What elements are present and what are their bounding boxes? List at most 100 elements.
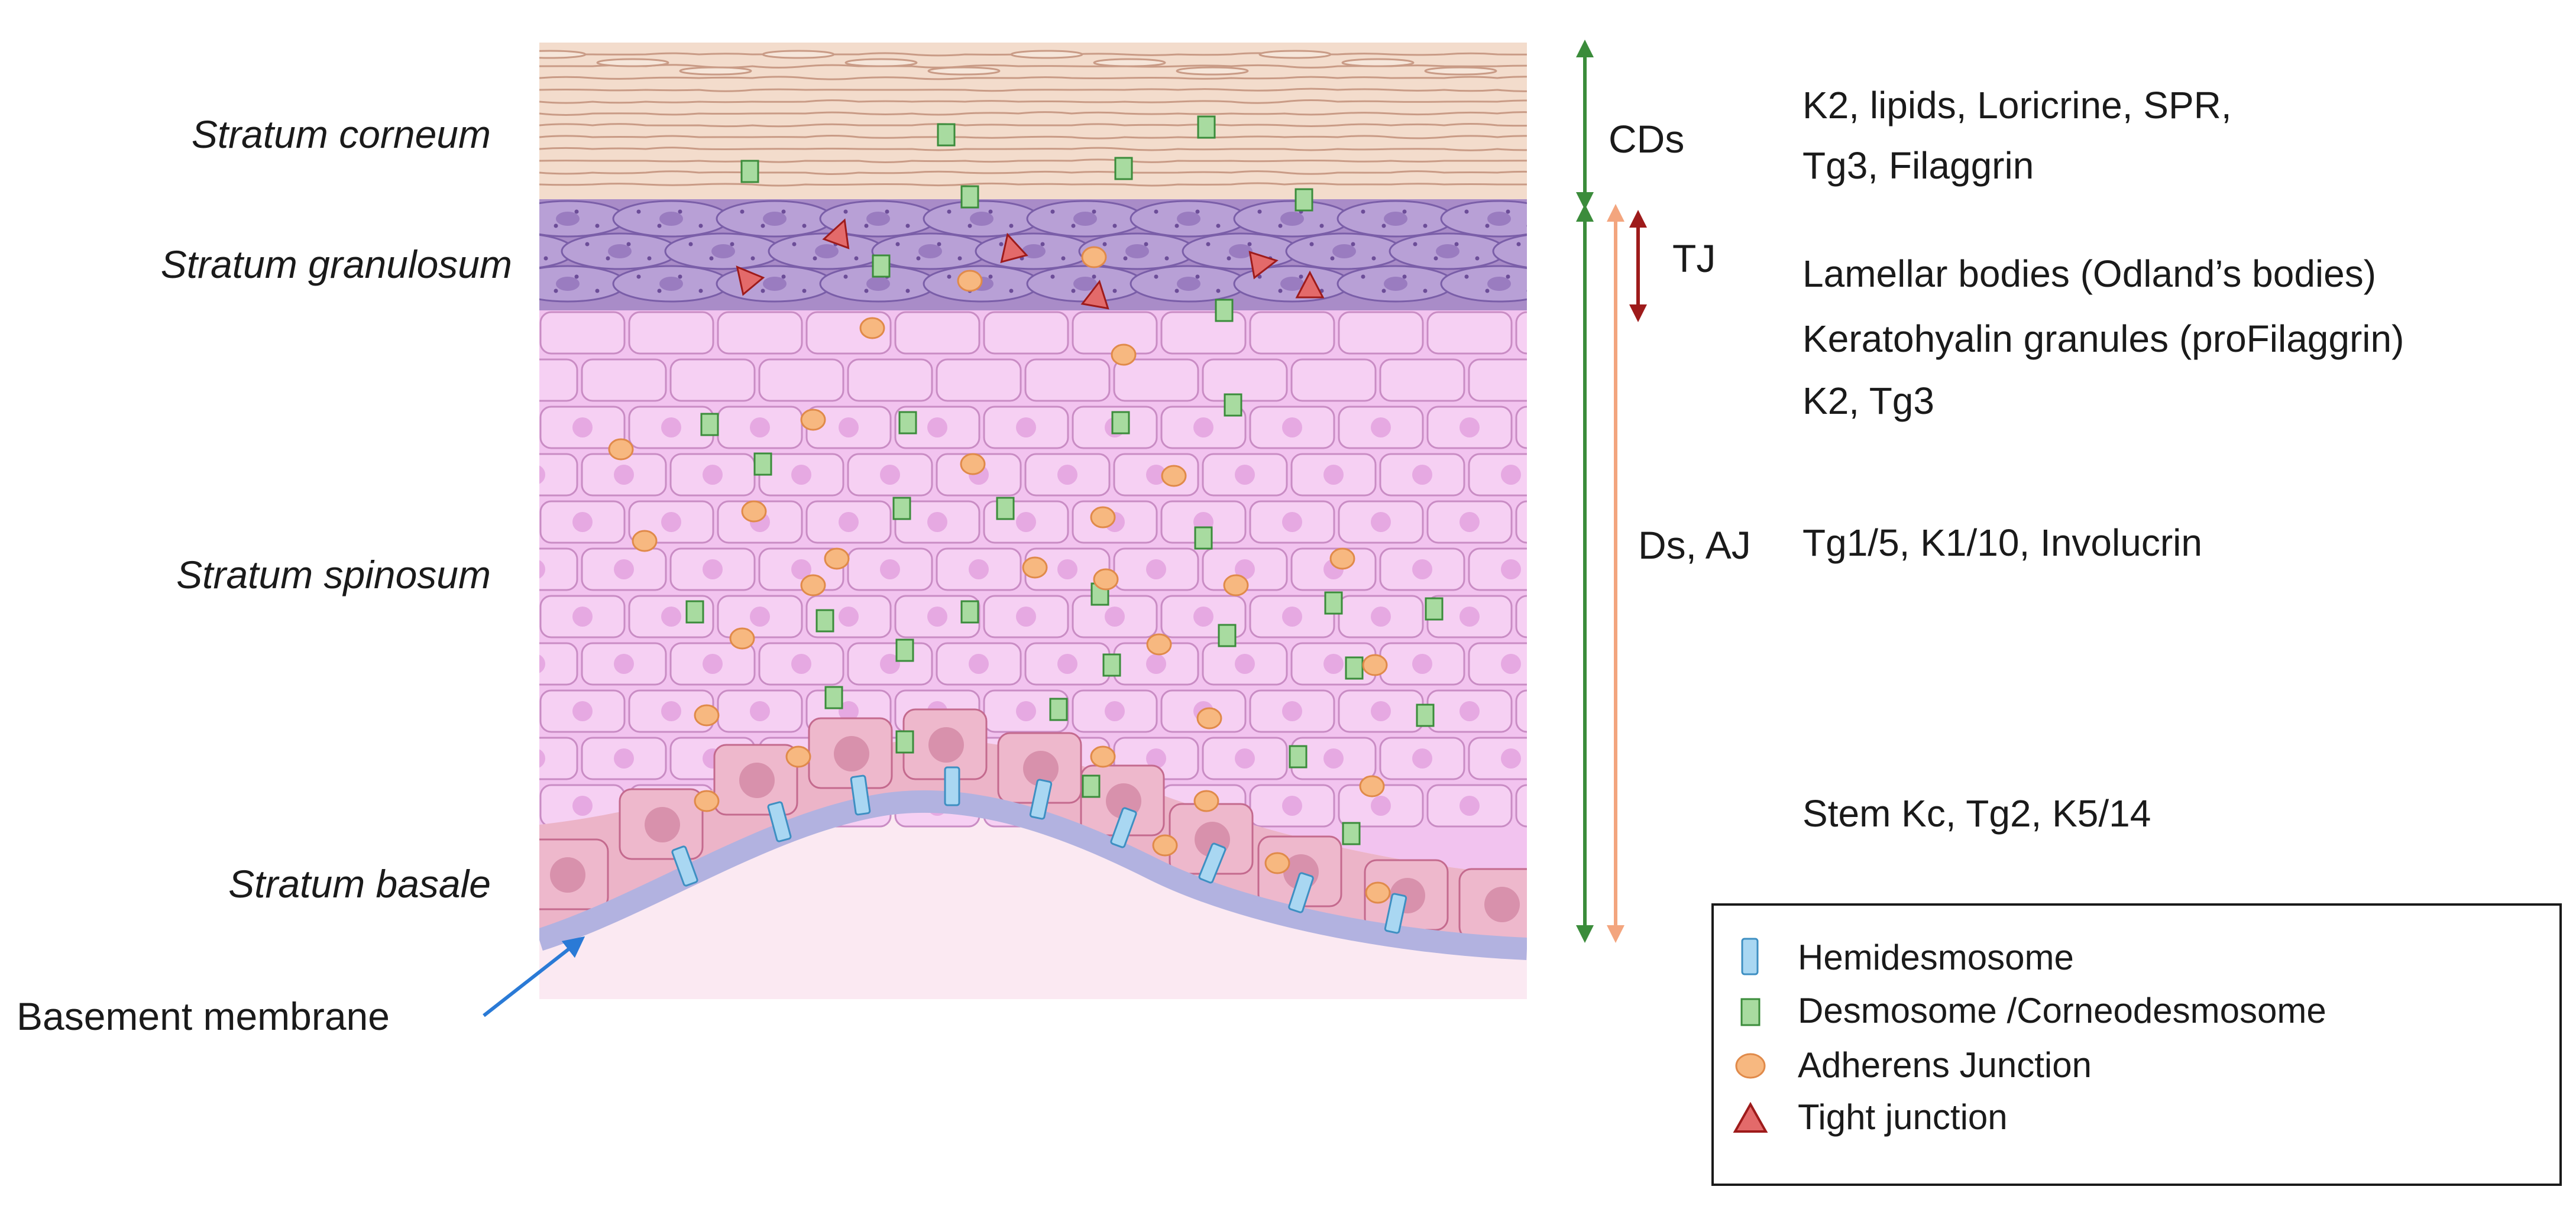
keratohyalin-granule xyxy=(988,209,993,214)
keratohyalin-granule xyxy=(430,210,434,214)
legend-tight: Tight junction xyxy=(1798,1097,2008,1137)
granular-nucleus xyxy=(763,277,787,291)
spinous-nucleus xyxy=(791,654,811,674)
spinous-nucleus xyxy=(614,654,634,674)
spinous-nucleus xyxy=(1459,701,1480,721)
keratohyalin-granule xyxy=(1061,256,1066,261)
keratohyalin-granule xyxy=(905,223,910,228)
spinous-nucleus xyxy=(1548,796,1568,816)
spinous-nucleus xyxy=(1057,654,1077,674)
keratohyalin-granule xyxy=(451,289,455,293)
spinous-nucleus xyxy=(1282,417,1302,437)
keratohyalin-granule xyxy=(1154,274,1158,279)
adherens-junction xyxy=(694,704,720,727)
granular-nucleus xyxy=(1539,244,1563,258)
keratohyalin-granule xyxy=(1071,288,1076,293)
spinous-cell xyxy=(1202,358,1288,402)
spinous-nucleus xyxy=(1501,559,1521,579)
keratohyalin-granule xyxy=(1174,288,1179,293)
spinous-nucleus xyxy=(572,607,593,627)
hemidesmosome xyxy=(1384,893,1407,934)
marker-corneum-line1: K2, lipids, Loricrine, SPR, xyxy=(1802,84,2232,127)
spinous-cell xyxy=(1515,500,1527,544)
desmosome xyxy=(892,497,911,520)
spinous-nucleus xyxy=(661,607,681,627)
tight-junctions xyxy=(736,218,1325,310)
spinous-nucleus xyxy=(484,417,504,437)
keratohyalin-granule xyxy=(678,274,682,279)
marker-spinosum: Tg1/5, K1/10, Involucrin xyxy=(1802,521,2202,564)
legend-adherens: Adherens Junction xyxy=(1798,1045,2092,1085)
spinous-cell xyxy=(539,547,578,591)
keratohyalin-granule xyxy=(1381,223,1386,228)
spinous-nucleus xyxy=(1412,559,1432,579)
spinous-nucleus xyxy=(1146,559,1166,579)
keratohyalin-granule xyxy=(1092,209,1096,214)
desmosome xyxy=(872,254,891,278)
spinous-nucleus xyxy=(614,748,634,769)
keratohyalin-granule xyxy=(1610,275,1614,279)
marker-corneum-line2: Tg3, Filaggrin xyxy=(1802,144,2034,187)
label-stratum-corneum: Stratum corneum xyxy=(192,112,491,156)
granular-nucleus xyxy=(1073,212,1097,226)
spinous-cell xyxy=(539,453,578,497)
label-basement-membrane: Basement membrane xyxy=(17,994,390,1038)
spinous-nucleus xyxy=(1016,417,1036,437)
basal-nucleus xyxy=(1023,751,1059,786)
keratohyalin-granule xyxy=(636,274,641,279)
keratohyalin-granule xyxy=(595,223,600,228)
desmosome xyxy=(1416,704,1435,727)
granular-nucleus xyxy=(1643,244,1666,258)
keratohyalin-granule xyxy=(895,242,900,247)
spinous-cell xyxy=(983,311,1069,355)
granular-cell xyxy=(1440,265,1527,303)
label-stratum-spinosum: Stratum spinosum xyxy=(176,553,491,596)
keratohyalin-granule xyxy=(657,223,662,228)
keratohyalin-granule xyxy=(1423,288,1428,293)
keratohyalin-granule xyxy=(937,242,941,247)
keratohyalin-granule xyxy=(1464,274,1469,279)
granular-nucleus xyxy=(1280,277,1304,291)
spinous-cell xyxy=(1426,311,1513,355)
spinous-nucleus xyxy=(1371,607,1391,627)
spinous-nucleus xyxy=(661,512,681,532)
corneocyte-line xyxy=(539,87,1527,92)
spinous-nucleus xyxy=(539,654,545,673)
granular-nucleus xyxy=(1436,244,1459,258)
keratohyalin-granule xyxy=(451,224,455,228)
spinous-nucleus xyxy=(969,559,989,579)
desmosome xyxy=(1111,411,1130,435)
keratohyalin-granule xyxy=(1278,223,1283,228)
keratohyalin-granule xyxy=(1319,223,1324,228)
basement-membrane-pointer-arrow xyxy=(483,936,585,1017)
label-stratum-granulosum: Stratum granulosum xyxy=(161,242,512,286)
bracket-label-ds-aj: Ds, AJ xyxy=(1638,523,1751,567)
granular-cells xyxy=(430,200,1666,303)
corneocyte-layers xyxy=(539,50,1527,187)
granular-nucleus xyxy=(1384,277,1407,291)
desmosome xyxy=(1049,698,1068,721)
adherens-junction xyxy=(1362,654,1388,676)
spinous-cell xyxy=(1646,738,1730,779)
spinous-nucleus xyxy=(1282,796,1302,816)
tight-junction xyxy=(1080,280,1109,310)
spinous-cell xyxy=(1515,406,1527,449)
spinous-nucleus xyxy=(661,701,681,721)
spinous-cell xyxy=(539,311,626,355)
keratohyalin-granule xyxy=(1257,209,1262,214)
flake xyxy=(927,66,1001,76)
hemidesmosome-icon xyxy=(1741,938,1759,975)
keratohyalin-granule xyxy=(1630,224,1635,228)
spinous-cell xyxy=(1558,549,1642,590)
granular-nucleus xyxy=(866,277,890,291)
adherens-junction xyxy=(1264,852,1290,874)
keratohyalin-granule xyxy=(1226,256,1231,261)
spinous-cell xyxy=(1646,643,1730,685)
granular-cell xyxy=(1492,234,1527,268)
spinous-nucleus xyxy=(1501,654,1521,674)
spinous-cell xyxy=(452,501,536,543)
adherens-junction xyxy=(785,745,811,768)
desmosome xyxy=(1324,591,1343,615)
flake xyxy=(1424,66,1497,76)
adherens-junction-icon xyxy=(1735,1053,1766,1079)
